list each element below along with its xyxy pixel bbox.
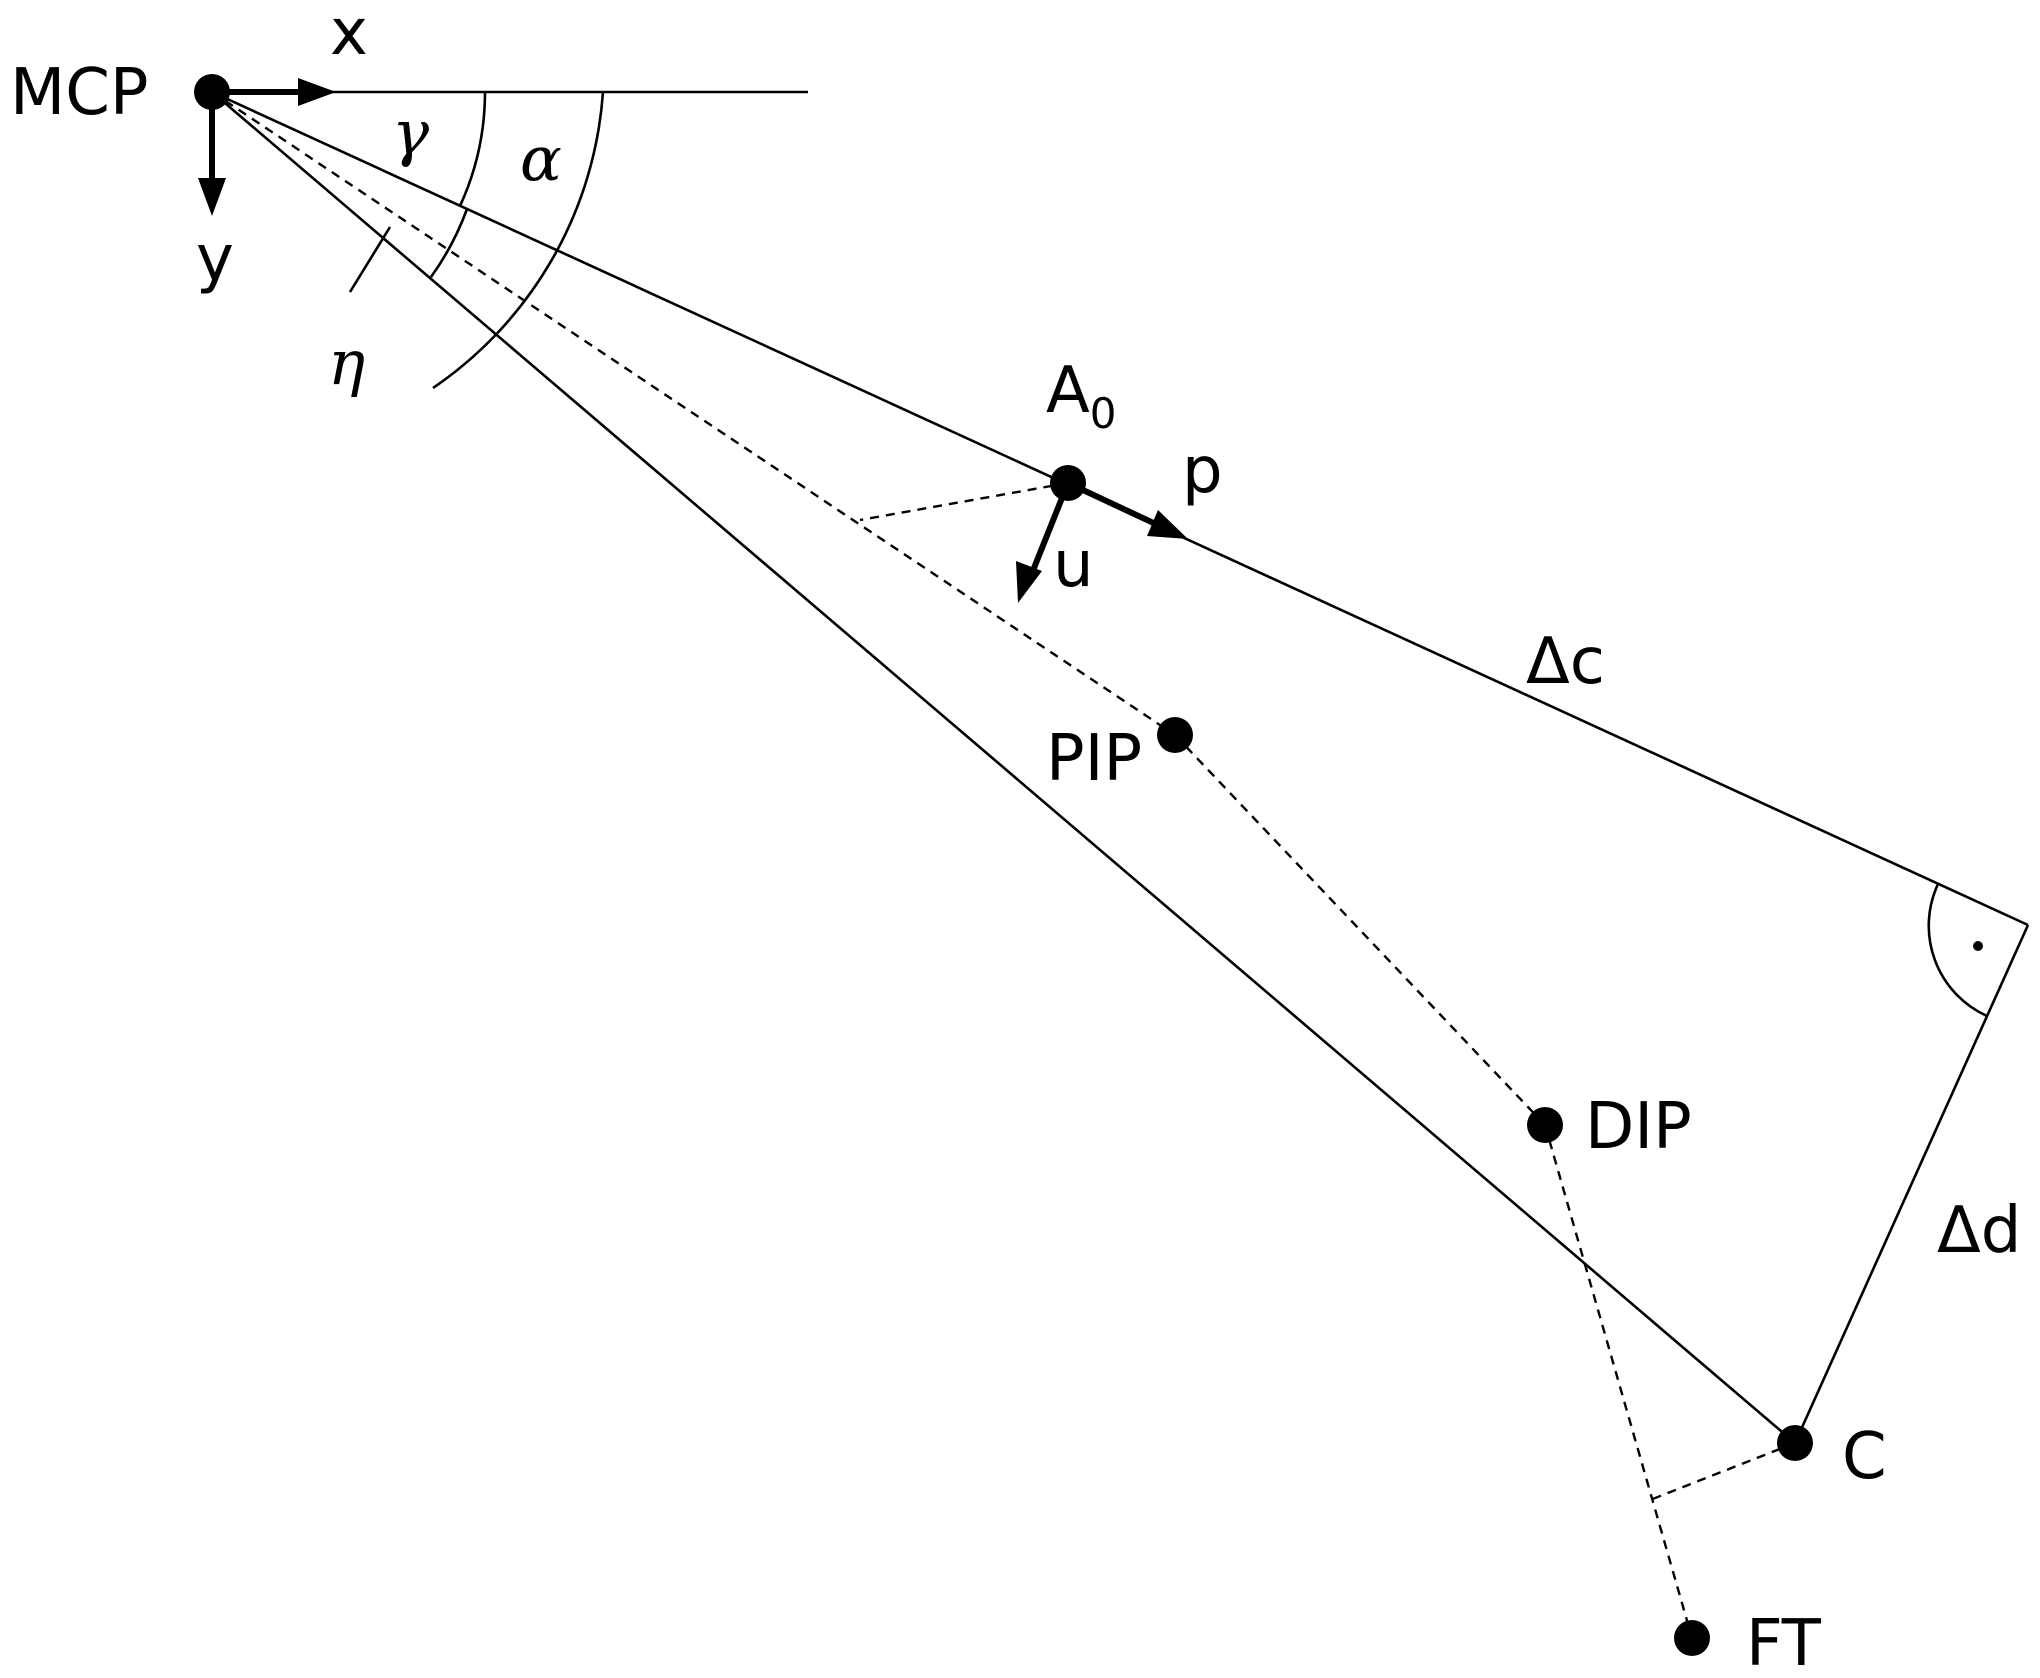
dip-label: DIP (1585, 1090, 1692, 1164)
alpha-angle-arc (432, 91, 605, 390)
dashed-perpendicular-a0 (859, 481, 1069, 522)
u-vector-label: u (1053, 528, 1094, 602)
p-vector-arrowhead (1147, 510, 1188, 539)
gamma-label: γ (392, 96, 430, 169)
mcp-label: MCP (10, 56, 149, 130)
delta-c-label: Δc (1526, 625, 1605, 699)
p-vector-label: p (1182, 434, 1223, 508)
x-axis-arrowhead (298, 78, 336, 106)
a0-label-main: A (1046, 354, 1090, 428)
mcp-point (194, 74, 230, 110)
x-axis-label: x (330, 0, 368, 70)
right-angle-dot (1973, 941, 1983, 951)
dashed-line-mcp-to-pip (211, 91, 1176, 736)
y-axis-label: y (196, 222, 234, 296)
line-mcp-to-c (211, 91, 1796, 1444)
a0-point (1050, 465, 1086, 501)
a0-label: A0 (1046, 354, 1117, 438)
c-label: C (1842, 1420, 1887, 1494)
ft-label: FT (1746, 1607, 1822, 1678)
dashed-perpendicular-c (1649, 1441, 1796, 1502)
alpha-label: α (520, 122, 562, 195)
line-corner-to-c (1793, 924, 2030, 1444)
gamma-angle-arc (458, 91, 487, 207)
dip-point (1527, 1107, 1563, 1143)
y-axis-arrowhead (198, 178, 226, 216)
delta-d-label: Δd (1937, 1194, 2021, 1268)
ft-point (1674, 1620, 1710, 1656)
eta-leader-line (348, 226, 392, 293)
c-point (1777, 1425, 1813, 1461)
pip-point (1157, 717, 1193, 753)
pip-label: PIP (1046, 722, 1142, 796)
dashed-line-pip-to-dip (1174, 734, 1546, 1126)
dashed-line-dip-to-ft (1543, 1124, 1694, 1639)
u-vector-arrowhead (1016, 561, 1042, 603)
right-angle-arc (1927, 883, 1988, 1018)
eta-angle-arc (429, 208, 469, 278)
a0-label-subscript: 0 (1090, 389, 1117, 438)
eta-label: η (328, 326, 365, 399)
